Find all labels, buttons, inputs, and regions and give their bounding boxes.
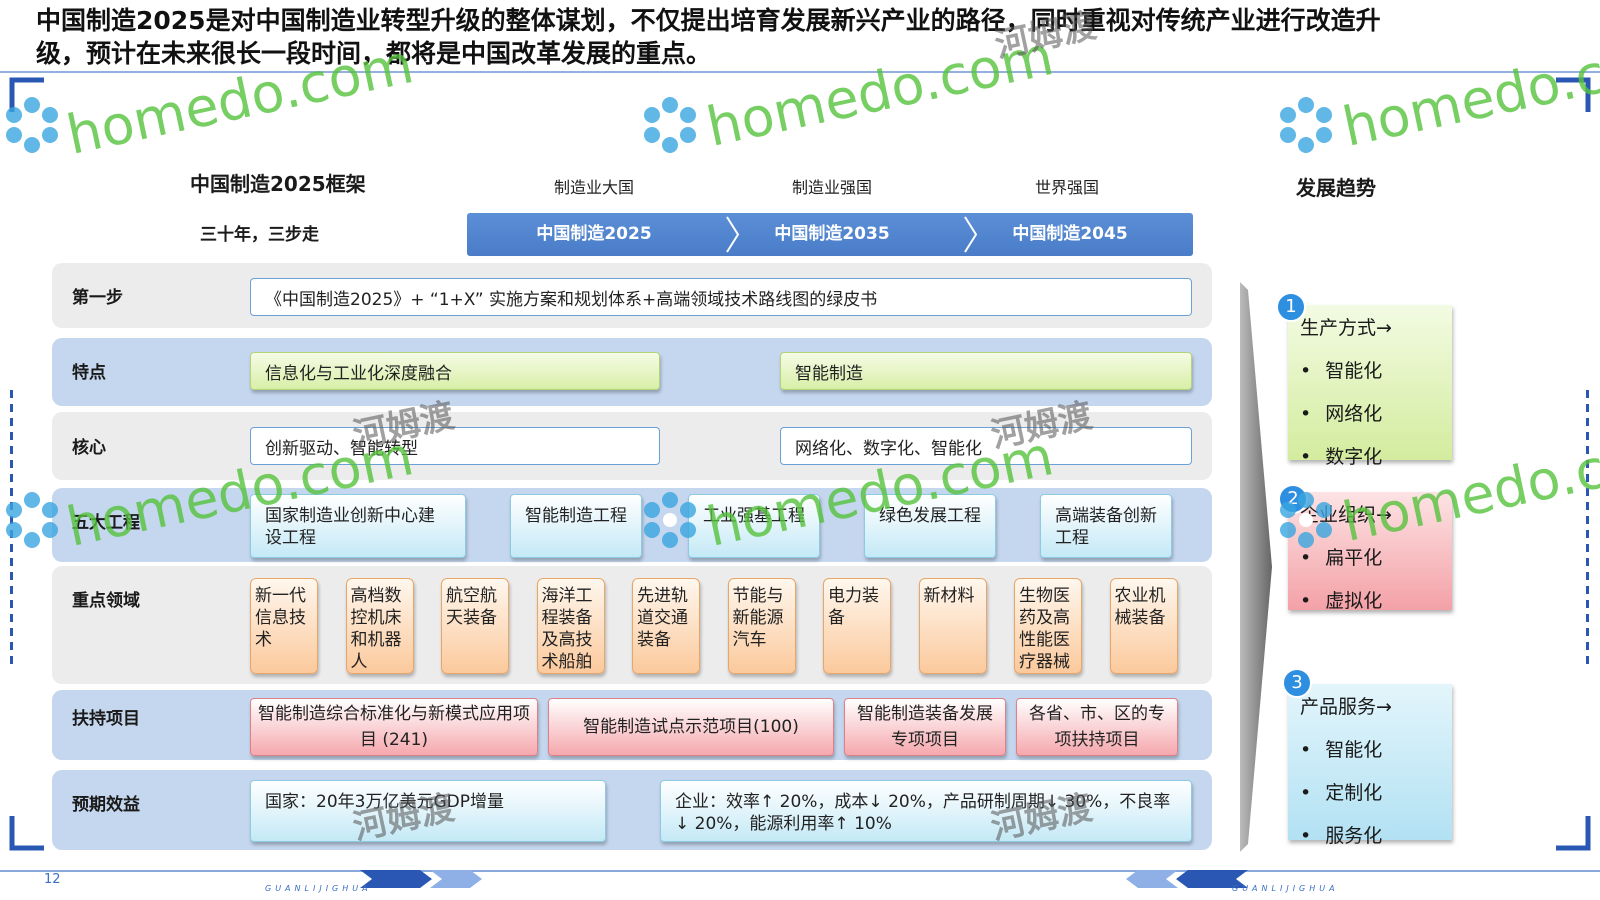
step-badge: 1 (1276, 292, 1306, 322)
row-label: 预期效益 (72, 795, 140, 815)
corner-bracket-icon (1556, 77, 1591, 112)
project-box: 工业强基工程 (688, 494, 820, 558)
trend-panel-2: 企业组织→ 扁平化 虚拟化 (1288, 492, 1452, 613)
field-box: 先进轨道交通装备 (632, 578, 700, 674)
field-box: 高档数控机床和机器人 (345, 578, 414, 674)
framework-subtitle: 三十年，三步走 (200, 225, 319, 245)
phase-bar: 中国制造2025 中国制造2035 中国制造2045 (467, 213, 1193, 256)
row-label: 扶持项目 (72, 709, 140, 729)
support-box: 智能制造装备发展专项项目 (844, 698, 1006, 756)
project-box: 智能制造工程 (510, 494, 642, 558)
trend-panel-3: 产品服务→ 智能化 定制化 服务化 (1288, 684, 1452, 847)
top-divider (0, 71, 1600, 73)
side-dash-left (10, 390, 13, 670)
footer-text: GUANLIJIGHUA (1232, 884, 1339, 893)
chevron-right-icon (726, 216, 740, 253)
support-box: 智能制造试点示范项目(100) (548, 698, 834, 756)
chevron-decoration-icon (1126, 870, 1248, 888)
benefit-box: 国家：20年3万亿美元GDP增量 (250, 780, 606, 842)
field-box: 节能与新能源汽车 (727, 578, 796, 674)
chevron-right-icon (964, 216, 978, 253)
stage-label: 制造业大国 (553, 178, 634, 197)
corner-bracket-icon (9, 77, 44, 112)
row-label: 重点领域 (72, 591, 140, 611)
corner-bracket-icon (1556, 816, 1591, 851)
field-box: 新材料 (918, 578, 987, 674)
stage-label: 世界强国 (1034, 178, 1099, 197)
phase-label: 中国制造2025 (536, 224, 652, 244)
project-box: 绿色发展工程 (864, 494, 996, 558)
benefit-box: 企业：效率↑ 20%，成本↓ 20%，产品研制周期↓ 30%，不良率↓ 20%，… (660, 780, 1192, 842)
trend-item: 定制化 (1300, 778, 1452, 805)
framework-title: 中国制造2025框架 (190, 172, 366, 196)
watermark-flower-icon (1280, 97, 1332, 153)
feature-box: 智能制造 (780, 352, 1192, 390)
trend-head: 产品服务→ (1300, 696, 1392, 718)
headline: 中国制造2025是对中国制造业转型升级的整体谋划，不仅提出培育发展新兴产业的路径… (36, 6, 1381, 68)
row-label: 第一步 (72, 288, 123, 308)
row-label: 五大工程 (72, 513, 140, 533)
watermark-flower-icon (644, 97, 696, 153)
field-box: 新一代信息技术 (250, 578, 318, 674)
chevron-decoration-icon (360, 870, 482, 888)
step-badge: 2 (1278, 484, 1308, 514)
trend-head: 生产方式→ (1300, 317, 1392, 339)
step1-box: 《中国制造2025》+ “1+X” 实施方案和规划体系+高端领域技术路线图的绿皮… (250, 278, 1192, 316)
feature-box: 信息化与工业化深度融合 (250, 352, 660, 390)
big-arrow-icon (1240, 282, 1272, 852)
field-box: 农业机械装备 (1109, 578, 1178, 674)
trend-item: 智能化 (1300, 735, 1452, 762)
trend-item: 服务化 (1300, 821, 1452, 848)
trend-head: 企业组织→ (1300, 504, 1392, 526)
core-box: 网络化、数字化、智能化 (780, 427, 1192, 465)
trend-title: 发展趋势 (1296, 176, 1376, 200)
stage-label: 制造业强国 (791, 178, 872, 197)
trend-item: 扁平化 (1300, 543, 1452, 570)
side-dash-right (1586, 390, 1589, 670)
field-box: 航空航天装备 (441, 578, 509, 674)
page-number: 12 (44, 872, 61, 887)
project-box: 国家制造业创新中心建设工程 (250, 494, 466, 558)
row-label: 特点 (72, 363, 106, 383)
trend-item: 数字化 (1300, 442, 1452, 469)
phase-label: 中国制造2035 (774, 224, 890, 244)
step-badge: 3 (1282, 668, 1312, 698)
field-box: 电力装备 (823, 578, 891, 674)
support-box: 各省、市、区的专项扶持项目 (1016, 698, 1178, 756)
project-box: 高端装备创新工程 (1040, 494, 1172, 558)
field-box: 生物医药及高性能医疗器械 (1014, 578, 1082, 674)
trend-panel-1: 生产方式→ 智能化 网络化 数字化 (1288, 305, 1452, 468)
field-box: 海洋工程装备及高技术船舶 (536, 578, 605, 674)
trend-item: 网络化 (1300, 399, 1452, 426)
footer-text: GUANLIJIGHUA (265, 884, 372, 893)
phase-label: 中国制造2045 (1012, 224, 1128, 244)
support-box: 智能制造综合标准化与新模式应用项目 (241) (250, 698, 538, 756)
corner-bracket-icon (9, 816, 44, 851)
core-box: 创新驱动、智能转型 (250, 427, 660, 465)
row-label: 核心 (72, 438, 106, 458)
trend-item: 虚拟化 (1300, 586, 1452, 613)
footer-divider (0, 870, 1600, 872)
trend-item: 智能化 (1300, 356, 1452, 383)
